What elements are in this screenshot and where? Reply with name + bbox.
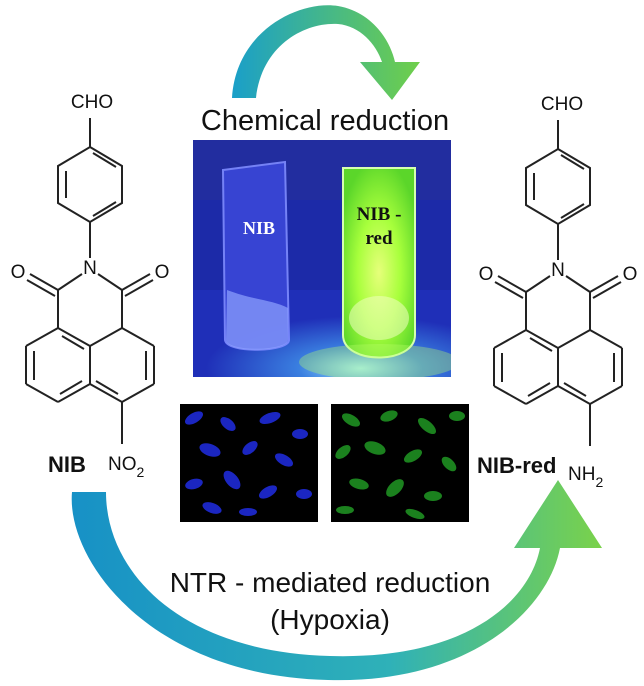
nib-red-carbonyl-o-right: O <box>623 264 638 285</box>
vial-right-label-line1: NIB - <box>356 204 402 225</box>
cells-blue-graphic <box>180 404 318 522</box>
nib-red-amine-label: NH2 <box>568 464 603 490</box>
nib-carbonyl-o-left: O <box>11 262 26 283</box>
ntr-reduction-label: NTR - mediated reduction <box>169 567 491 598</box>
hypoxia-label: (Hypoxia) <box>270 604 390 635</box>
bottom-arrow <box>71 480 603 681</box>
nib-red-structure <box>493 120 623 446</box>
cells-green-image <box>331 404 469 522</box>
nib-red-name: NIB-red <box>477 453 556 478</box>
chemical-reduction-label: Chemical reduction <box>200 105 450 137</box>
nib-carbonyl-o-right: O <box>155 262 170 283</box>
nib-structure <box>25 118 155 444</box>
cells-green-graphic <box>331 404 469 522</box>
nib-red-imide-n: N <box>551 260 565 281</box>
nib-name: NIB <box>48 452 86 477</box>
nib-aldehyde-label: CHO <box>71 92 113 113</box>
vial-right-label-line2: red <box>365 228 393 249</box>
nib-imide-n: N <box>83 258 97 279</box>
nib-red-aldehyde-label: CHO <box>541 94 583 115</box>
cells-blue-image <box>180 404 318 522</box>
vial-photo: NIB NIB - red <box>193 140 451 377</box>
nib-red-carbonyl-o-left: O <box>479 264 494 285</box>
vial-left-label: NIB <box>242 218 275 238</box>
top-arrow <box>232 5 420 100</box>
vial-photo-graphic <box>193 140 451 377</box>
vial-left <box>221 160 291 351</box>
vial-right <box>299 167 451 377</box>
nib-nitro-label: NO2 <box>108 454 145 480</box>
